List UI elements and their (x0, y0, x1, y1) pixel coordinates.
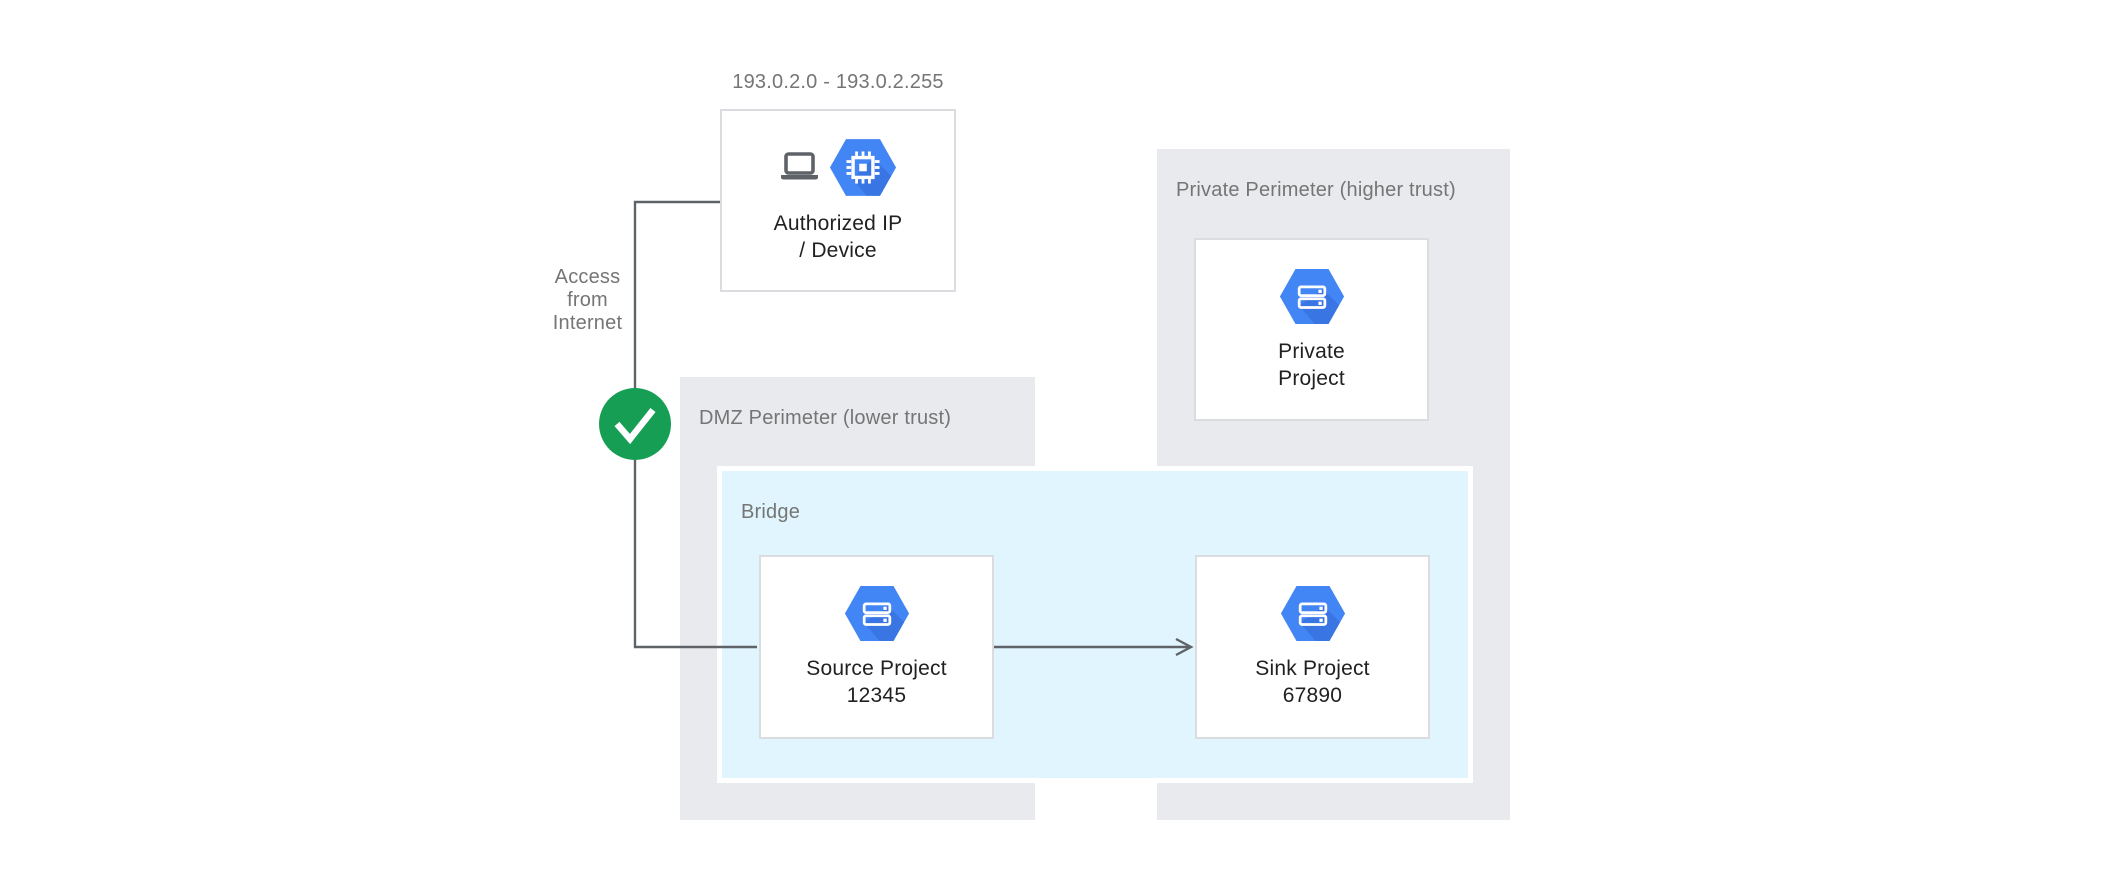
sink-project-icons (1280, 585, 1346, 642)
sink-project-name: Sink Project (1255, 657, 1370, 680)
authorized-icons (779, 138, 897, 197)
check-icon (599, 388, 671, 460)
access-label-line1: Access (554, 266, 621, 288)
source-project-icons (844, 585, 910, 642)
private-perimeter-label: Private Perimeter (higher trust) (1176, 179, 1456, 201)
source-project-id: 12345 (846, 684, 907, 707)
arrow-right-icon (1175, 637, 1194, 657)
private-project-icons (1279, 268, 1345, 325)
access-label-line2: from (567, 289, 608, 311)
access-label-line3: Internet (552, 312, 623, 334)
ip-range-label: 193.0.2.0 - 193.0.2.255 (732, 71, 944, 93)
source-project-label: Source Project 12345 (806, 655, 947, 709)
access-from-internet-label: Access from Internet (535, 266, 640, 335)
sink-project-label: Sink Project 67890 (1255, 655, 1369, 709)
laptop-icon (781, 152, 818, 180)
project-hexagon-icon (1279, 268, 1345, 325)
sink-project-node: Sink Project 67890 (1195, 555, 1430, 739)
project-hexagon-icon (1280, 586, 1346, 642)
compute-engine-hexagon-icon (829, 138, 897, 196)
authorized-label-line2: / Device (799, 238, 877, 262)
private-project-node: Private Project (1194, 238, 1429, 421)
bridge-label: Bridge (741, 501, 801, 523)
private-project-name-line1: Private (1278, 339, 1345, 363)
sink-project-id: 67890 (1282, 684, 1343, 707)
authorized-label-line1: Authorized IP (773, 211, 903, 235)
project-hexagon-icon (844, 586, 910, 642)
authorized-node-label: Authorized IP / Device (774, 210, 903, 264)
source-project-node: Source Project 12345 (759, 555, 994, 739)
source-project-name: Source Project (806, 657, 947, 680)
authorized-ip-device-node: Authorized IP / Device (720, 109, 956, 292)
private-project-name-line2: Project (1278, 366, 1345, 390)
dmz-perimeter-label: DMZ Perimeter (lower trust) (699, 407, 952, 429)
private-project-label: Private Project (1278, 338, 1345, 392)
